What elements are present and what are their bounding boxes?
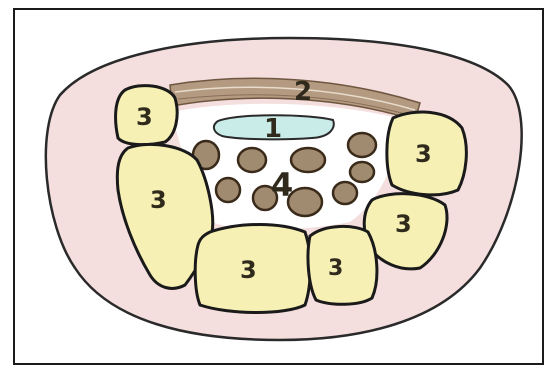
label-bone: 3 bbox=[136, 103, 153, 131]
tendon bbox=[238, 148, 266, 172]
label-bone: 3 bbox=[415, 140, 432, 168]
tendon bbox=[350, 162, 374, 182]
label-bone: 3 bbox=[240, 256, 257, 284]
tendon bbox=[333, 182, 357, 204]
label-bone: 3 bbox=[150, 186, 167, 214]
label-bone: 3 bbox=[395, 210, 412, 238]
label-nerve: 1 bbox=[264, 114, 282, 144]
label-tendon: 4 bbox=[271, 166, 293, 204]
label-ligament: 2 bbox=[294, 77, 312, 107]
tendon bbox=[216, 178, 240, 202]
tendon bbox=[348, 133, 376, 157]
label-bone: 3 bbox=[328, 256, 343, 281]
tendon bbox=[291, 148, 325, 172]
